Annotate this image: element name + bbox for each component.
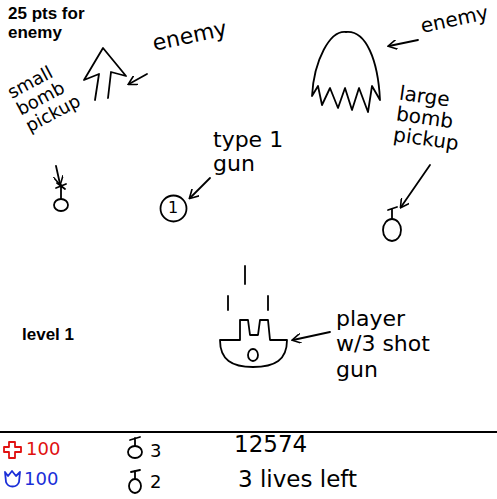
leader-arrow <box>56 40 430 340</box>
bullets <box>228 266 268 310</box>
shield-icon <box>5 471 20 487</box>
callout-label: enemy <box>150 16 229 55</box>
health-value: 100 <box>26 439 60 459</box>
small-bomb-icon <box>128 437 142 458</box>
callout-label: large bomb pickup <box>392 83 482 157</box>
bomb-count: 3 <box>150 441 161 461</box>
large-bomb-icon <box>129 470 141 493</box>
large-bomb <box>383 207 401 241</box>
level-label: level 1 <box>22 326 122 345</box>
gun-type-number: 1 <box>168 199 178 217</box>
health-icon <box>4 442 21 458</box>
player-ship <box>220 320 287 367</box>
enemy-sprite <box>84 48 126 100</box>
score-note: 25 pts for enemy <box>8 5 128 42</box>
callout-label: type 1 gun <box>213 128 301 176</box>
enemy-sprite <box>312 32 380 112</box>
score-value: 12574 <box>234 432 307 457</box>
callout-label: small bomb pickup <box>5 53 93 136</box>
bomb-count: 2 <box>150 472 161 492</box>
small-bomb <box>54 183 68 211</box>
gun-pickup: 1 <box>159 194 188 223</box>
lives-value: 3 lives left <box>238 467 357 492</box>
callout-label: enemy <box>418 1 490 37</box>
callout-label: player w/3 shot gun <box>336 306 446 382</box>
shield-value: 100 <box>24 469 58 489</box>
pickup-outline <box>160 195 186 221</box>
